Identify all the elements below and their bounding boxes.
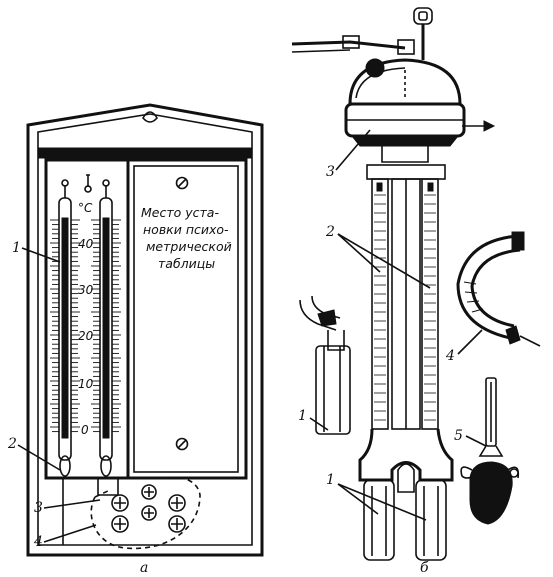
callout-b-4-leader <box>457 329 483 355</box>
tube-hatching <box>374 194 436 421</box>
table-panel <box>133 165 239 473</box>
callout-b-4: 4 <box>445 348 455 364</box>
tick-label-0: 0 <box>81 423 89 437</box>
callout-b-3-leader <box>335 129 371 171</box>
callout-b-2-leader-a <box>337 233 381 273</box>
thermometer-left <box>58 179 72 477</box>
callout-b-1-detail-leader <box>309 417 329 431</box>
tick-label-30: 30 <box>78 283 94 297</box>
tick-label-20: 20 <box>78 329 94 343</box>
callout-b-5: 5 <box>454 428 463 444</box>
callout-1: 1 <box>12 240 21 256</box>
case-outline <box>26 103 264 557</box>
detail-4-clamp-ring <box>456 231 541 347</box>
detail-5-wetting-bulb <box>460 377 520 525</box>
table-label-line-3: метрической <box>146 239 232 254</box>
callout-b-1-leader-b <box>337 483 427 521</box>
callout-b-5-leader <box>465 435 487 447</box>
tick-label-10: 10 <box>78 377 94 391</box>
callout-b-1-detail: 1 <box>298 408 307 424</box>
table-label-line-4: таблицы <box>158 256 215 271</box>
suspension-arm <box>291 35 415 78</box>
screw-icon-top <box>175 176 189 190</box>
table-label-line-2: новки психо- <box>143 222 229 237</box>
callout-4: 4 <box>33 534 43 550</box>
fan-head <box>344 58 466 163</box>
dashed-outline <box>90 476 201 550</box>
callout-b-2: 2 <box>325 224 335 240</box>
callout-3: 3 <box>34 500 43 516</box>
panel-b-aspiration-psychrometer: 3 2 4 1 5 1 б <box>291 7 541 576</box>
callout-b-3: 3 <box>326 164 335 180</box>
callout-4-leader <box>43 524 97 543</box>
thermometer-right <box>99 179 113 477</box>
callout-1-leader <box>21 247 61 263</box>
callout-2: 2 <box>7 436 17 452</box>
scale-marks <box>50 219 121 433</box>
wick-bottle <box>97 478 119 496</box>
tick-label-40: 40 <box>78 237 94 251</box>
lower-fitting-holes <box>111 484 186 533</box>
caption-b: б <box>420 560 429 576</box>
unit-label: °C <box>78 201 93 215</box>
window-frame <box>44 158 248 480</box>
thermometer-symbol-bulb <box>84 185 92 193</box>
callout-b-1-leader-a <box>337 483 379 515</box>
table-label-line-1: Место уста- <box>141 205 219 220</box>
dashed-link <box>94 489 111 498</box>
caption-a: а <box>140 560 148 576</box>
callout-3-leader <box>43 499 101 509</box>
top-band <box>37 147 253 159</box>
thermometer-symbol-icon <box>86 174 90 187</box>
callout-b-2-leader-b <box>337 233 431 289</box>
callout-2-leader <box>17 444 61 471</box>
thermometer-shields <box>358 428 454 561</box>
callout-b-1: 1 <box>326 472 335 488</box>
detail-1-shield <box>299 295 351 435</box>
screw-icon-bottom <box>175 437 189 451</box>
winding-key-icon <box>413 7 433 60</box>
protective-frame <box>366 164 446 430</box>
panel-a-psychrometer: °C 40 30 20 10 0 Место уста- новки психо… <box>7 103 264 576</box>
airflow-arrow <box>462 120 496 132</box>
hanging-hole-icon <box>142 111 158 123</box>
case-inner-outline <box>37 113 253 546</box>
